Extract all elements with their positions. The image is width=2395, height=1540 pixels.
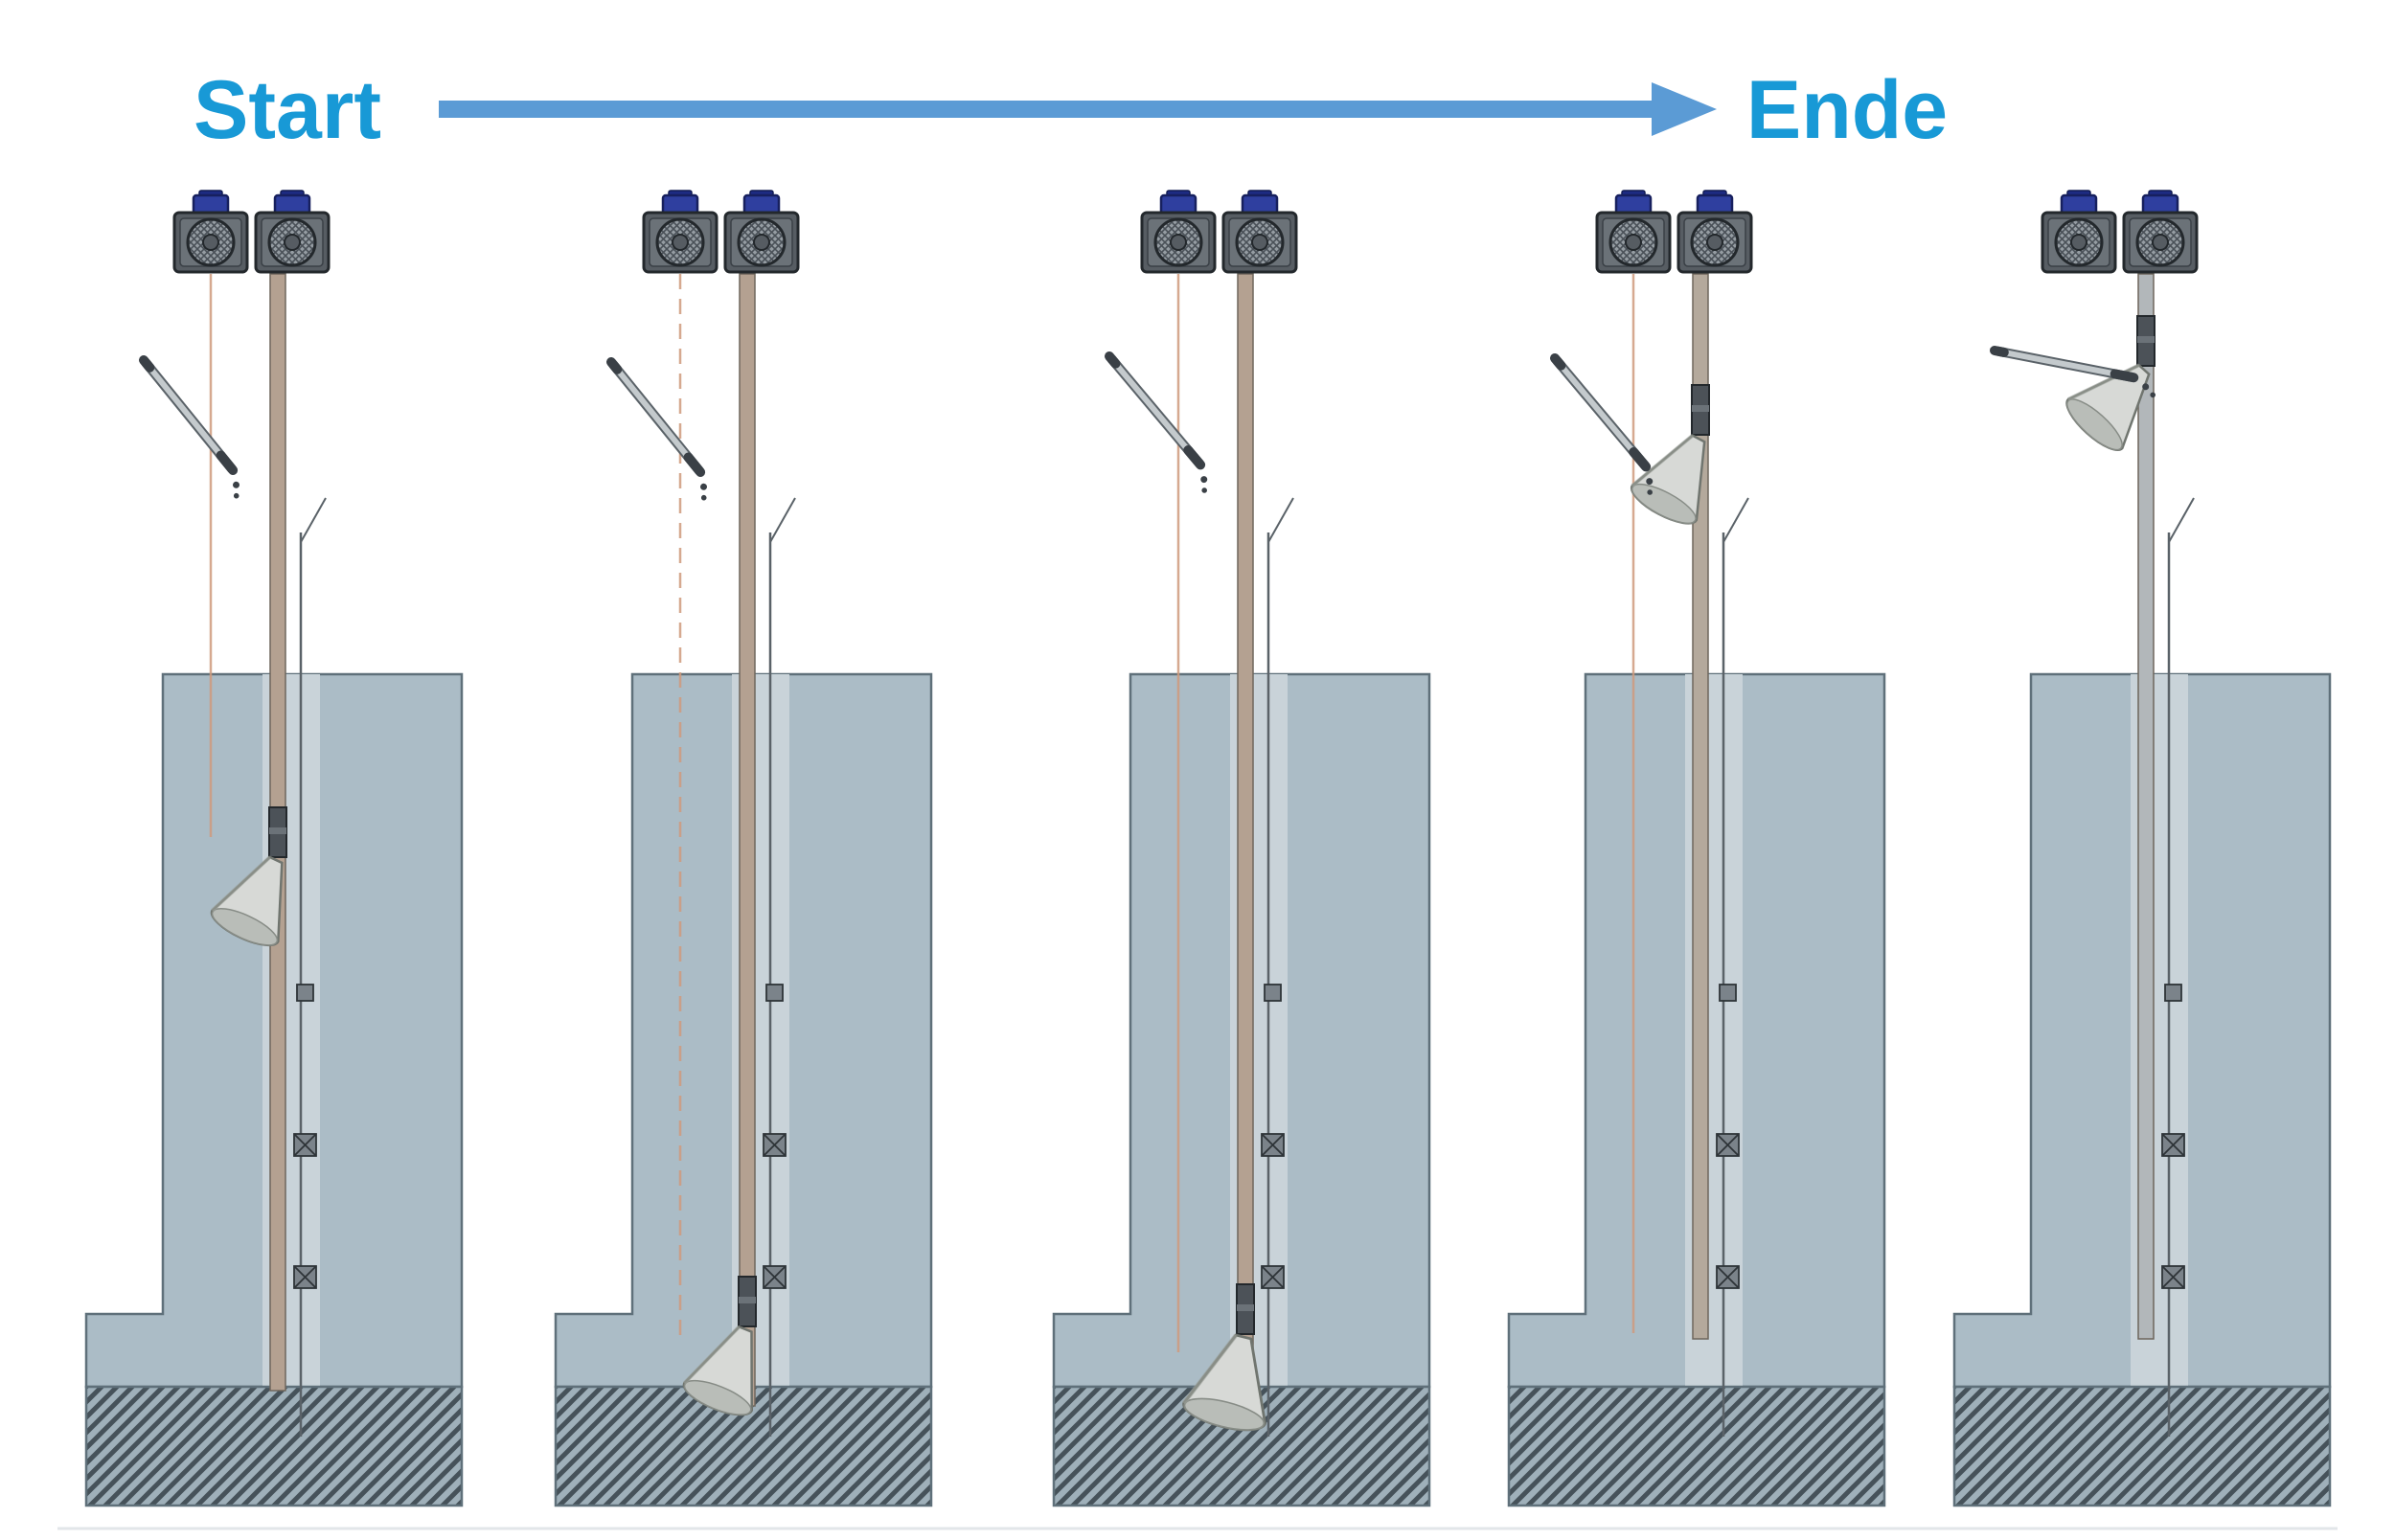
winch-left bbox=[172, 189, 249, 274]
probe-collar bbox=[2136, 315, 2156, 367]
winch-left bbox=[2041, 189, 2117, 274]
start-label: Start bbox=[194, 64, 381, 156]
inclinometer-probe bbox=[1097, 356, 1217, 494]
winch-right bbox=[254, 189, 331, 274]
measuring-rod bbox=[1692, 273, 1709, 1340]
inclinometer-probe bbox=[599, 362, 716, 502]
winch-left bbox=[642, 189, 718, 274]
end-label: Ende bbox=[1746, 64, 1948, 156]
panel-stage-4 bbox=[1507, 189, 1886, 1507]
panel-stage-5 bbox=[1952, 189, 2332, 1507]
measuring-rod bbox=[1237, 273, 1254, 1415]
panel-stage-2 bbox=[554, 189, 933, 1507]
winch-left bbox=[1140, 189, 1217, 274]
probe-collar bbox=[268, 806, 287, 858]
winch-right bbox=[1676, 189, 1753, 274]
probe-collar bbox=[738, 1276, 757, 1327]
winch-right bbox=[2122, 189, 2199, 274]
probe-cone bbox=[1627, 421, 1731, 531]
timeline-arrow bbox=[439, 82, 1717, 136]
measuring-rod bbox=[739, 273, 756, 1407]
measuring-rod bbox=[2137, 273, 2155, 1340]
panel-stage-3 bbox=[1052, 189, 1431, 1507]
probe-collar bbox=[1691, 384, 1710, 436]
winch-left bbox=[1595, 189, 1672, 274]
probe-collar bbox=[1236, 1283, 1255, 1335]
winch-right bbox=[1221, 189, 1298, 274]
inclinometer-probe bbox=[131, 360, 248, 500]
timeline-arrow-head bbox=[1652, 82, 1717, 136]
winch-right bbox=[723, 189, 800, 274]
panel-stage-1 bbox=[84, 189, 464, 1507]
